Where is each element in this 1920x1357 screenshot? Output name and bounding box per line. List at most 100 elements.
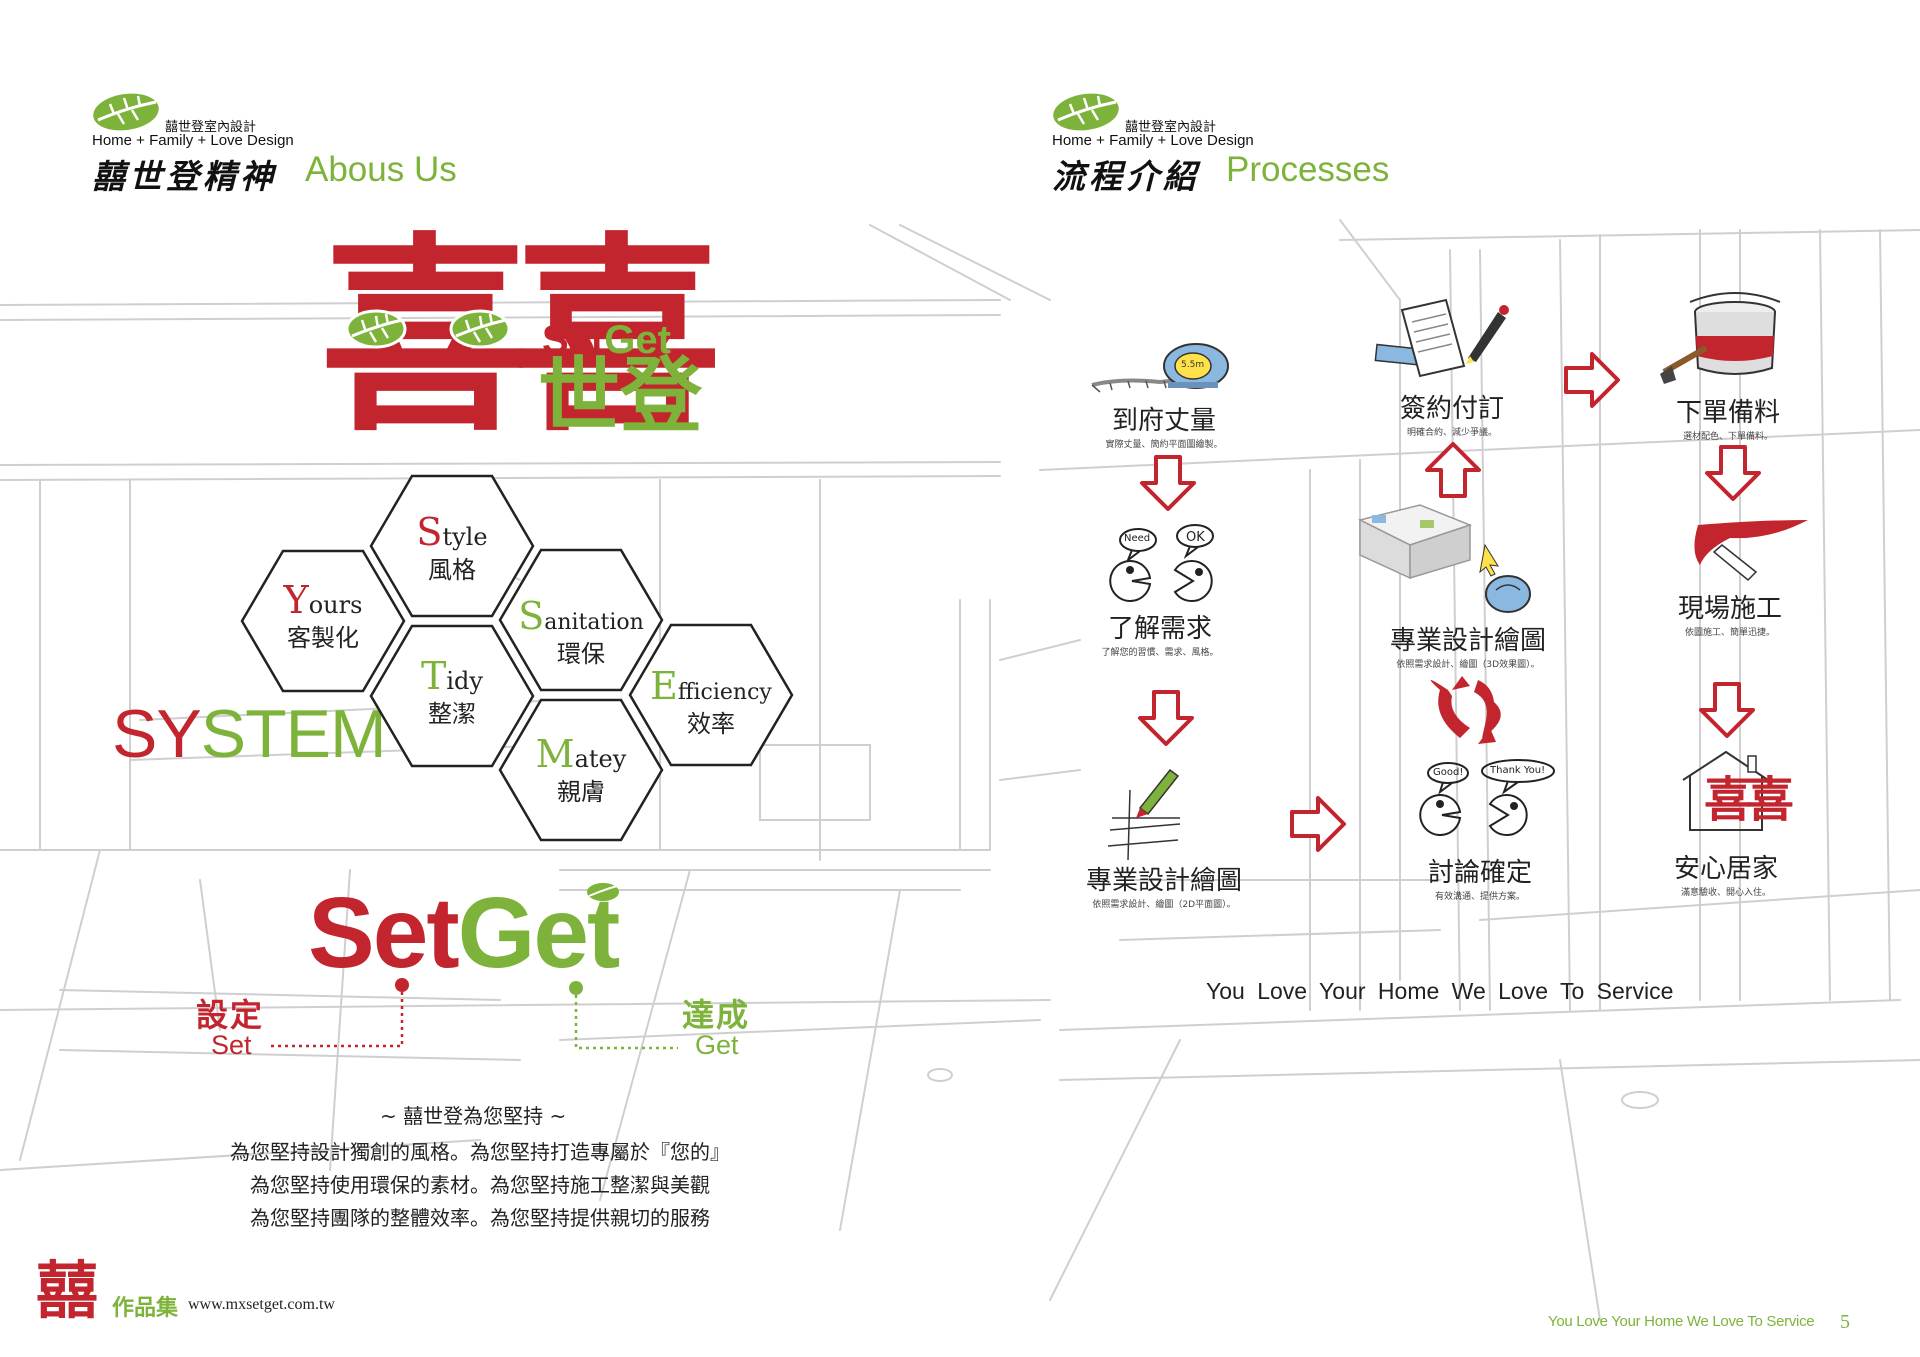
step-design-2d: 專業設計繪圖 依照需求設計、繪圖（2D平面圖）。 — [1044, 860, 1284, 910]
tape-label: 5.5m — [1181, 360, 1205, 370]
get-label-en: Get — [695, 1030, 739, 1060]
hexagon-cap: S — [416, 510, 443, 554]
step-desc: 有效溝通、提供方案。 — [1434, 892, 1525, 902]
step-title: 討論確定 — [1427, 858, 1532, 888]
hexagon-cap: S — [518, 594, 545, 638]
step-title: 專業設計繪圖 — [1389, 626, 1546, 656]
logo-get: Get — [604, 318, 671, 362]
right-header: 囍世登室內設計 Home + Family + Love Design 流程介紹… — [1050, 90, 1470, 196]
bubble-need: Need — [1124, 533, 1151, 544]
left-header: 囍世登室內設計 Home + Family + Love Design 囍世登精… — [90, 90, 510, 196]
cycle-arrows-icon — [1430, 676, 1501, 744]
step-desc: 明確合約、減少爭議。 — [1406, 428, 1497, 438]
paint-can-icon — [1660, 292, 1781, 384]
hexagon-sanitation-text: Sanitation 環保 — [501, 594, 661, 669]
logo-set: Set — [542, 318, 605, 362]
hexagon-word: atey — [574, 745, 627, 773]
paint-brush-icon — [1694, 520, 1808, 582]
step-title: 了解需求 — [1107, 614, 1212, 644]
logo-setget-text: SetGet — [542, 318, 671, 363]
step-desc: 依圖施工、簡單迅捷。 — [1684, 628, 1775, 638]
right-brand-subtitle: Home + Family + Love Design — [1052, 132, 1254, 149]
left-brand-name: 囍世登室內設計 — [165, 120, 257, 135]
pacman-chat-icon — [1109, 524, 1214, 602]
hexagon-matey — [498, 698, 664, 842]
hexagon-zh: 風格 — [428, 556, 476, 584]
bubble-thank-you: Thank You! — [1490, 765, 1546, 776]
step-desc: 滿意驗收、開心入住。 — [1680, 888, 1771, 898]
get-label-zh: 達成 — [682, 996, 751, 1034]
hexagon-zh: 親膚 — [557, 778, 605, 806]
leaf-logo-icon — [93, 93, 159, 131]
tape-measure-icon — [1091, 343, 1229, 393]
step-title: 下單備料 — [1675, 398, 1780, 428]
setget-set: Set — [308, 877, 460, 989]
left-title-en: Abous Us — [305, 150, 457, 189]
small-leaf-icon — [587, 883, 619, 901]
pledge-line: 為您堅持設計獨創的風格。為您堅持打造專屬於『您的』 — [230, 1140, 730, 1164]
step-order-materials: 下單備料 選材配色、下單備料。 — [1628, 392, 1828, 442]
hexagon-matey-text: Matey 親膚 — [501, 732, 661, 807]
step-title: 現場施工 — [1677, 594, 1782, 624]
pledge-title: ~ 囍世登為您堅持 ~ — [380, 1104, 567, 1128]
step-title: 簽約付訂 — [1399, 394, 1504, 424]
pencil-drawing-icon — [1107, 768, 1181, 861]
logo-shideng: 世登 — [538, 349, 703, 444]
pledge-line: 為您堅持使用環保的素材。為您堅持施工整潔與美觀 — [250, 1173, 710, 1197]
house-hanzi: 喜喜 — [1704, 772, 1794, 828]
hexagon-word: anitation — [544, 610, 644, 635]
hexagon-tidy — [369, 624, 535, 768]
step-desc: 了解您的習慣、需求、風格。 — [1101, 648, 1219, 658]
system-label: SYSTEM — [112, 695, 387, 773]
set-label-zh: 設定 — [196, 996, 265, 1034]
contract-pen-icon — [1374, 298, 1509, 378]
hexagon-cap: T — [421, 654, 447, 698]
system-stem: STEM — [200, 696, 387, 772]
hexagon-cap: Y — [283, 578, 309, 622]
hexagon-zh: 客製化 — [287, 624, 359, 652]
hexagon-efficiency — [628, 623, 794, 767]
step-title: 安心居家 — [1673, 854, 1778, 884]
logo-leaf-icon — [449, 309, 511, 349]
hexagon-tidy-text: Tidy 整潔 — [372, 654, 532, 729]
footer-logo-text: 作品集 — [112, 1296, 179, 1321]
hexagon-style — [369, 474, 535, 618]
left-brand-subtitle: Home + Family + Love Design — [92, 132, 294, 149]
step-desc: 依照需求設計、繪圖（2D平面圖）。 — [1092, 900, 1236, 910]
footer-logo-hanzi: 囍 — [36, 1254, 99, 1327]
hexagon-efficiency-text: Efficiency 效率 — [631, 664, 791, 739]
pledge-body: 為您堅持設計獨創的風格。為您堅持打造專屬於『您的』 為您堅持使用環保的素材。為您… — [170, 1136, 790, 1231]
leaf-logo-icon — [1053, 93, 1119, 131]
step-move-in: 安心居家 滿意驗收、開心入住。 — [1626, 848, 1826, 898]
system-sy: SY — [112, 696, 202, 772]
step-title: 專業設計繪圖 — [1085, 866, 1242, 896]
footer-url[interactable]: www.mxsetget.com.tw — [188, 1296, 335, 1313]
footer-logo: 囍 作品集 www.mxsetget.com.tw — [36, 1254, 366, 1327]
pledge-line: 為您堅持團隊的整體效率。為您堅持提供親切的服務 — [250, 1206, 710, 1230]
hexagon-word: idy — [446, 667, 483, 695]
set-label-en: Set — [211, 1030, 252, 1060]
bubble-ok: OK — [1186, 530, 1205, 545]
right-title-zh: 流程介紹 — [1052, 157, 1200, 196]
hexagon-sanitation — [498, 548, 664, 692]
hexagon-style-text: Style 風格 — [372, 510, 532, 585]
footer-slogan: You Love Your Home We Love To Service — [1548, 1313, 1815, 1330]
hexagon-zh: 整潔 — [428, 700, 476, 728]
hexagon-word: ours — [308, 591, 363, 619]
hexagon-yours — [240, 549, 406, 693]
bubble-good: Good! — [1433, 767, 1464, 778]
hexagon-cap: M — [535, 732, 575, 776]
house-icon — [1682, 750, 1769, 831]
logo-leaf-icon — [345, 309, 407, 349]
step-construction: 現場施工 依圖施工、簡單迅捷。 — [1630, 588, 1830, 638]
right-brand-name: 囍世登室內設計 — [1125, 120, 1217, 135]
step-discuss-confirm: 討論確定 有效溝通、提供方案。 — [1380, 852, 1580, 902]
pacman-thanks-icon — [1419, 759, 1555, 836]
step-sign-contract: 簽約付訂 明確合約、減少爭議。 — [1352, 388, 1552, 438]
hexagon-word: fficiency — [677, 680, 772, 705]
hexagon-zh: 效率 — [687, 710, 735, 738]
